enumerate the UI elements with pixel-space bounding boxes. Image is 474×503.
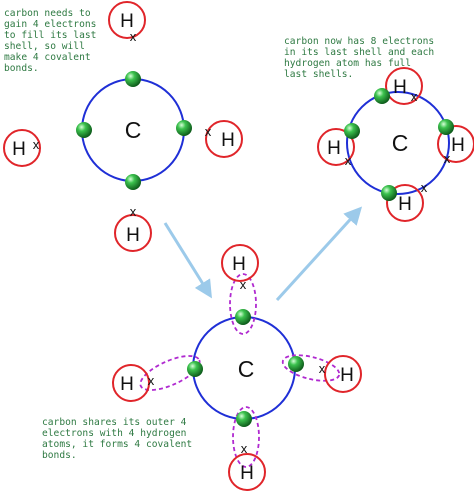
separate-atoms-panel: C H x H x H x H x xyxy=(3,1,243,252)
flow-arrow-to-methane xyxy=(275,206,363,302)
shared-electron xyxy=(381,185,397,201)
hydrogen-electron-cross: x xyxy=(411,89,418,104)
hydrogen-shell-ring xyxy=(108,1,146,39)
caption-shares-electrons: carbon shares its outer 4 electrons with… xyxy=(42,417,193,461)
shared-pair-outline-left xyxy=(139,355,201,391)
hydrogen-shell-ring xyxy=(112,364,150,402)
hydrogen-shell-ring xyxy=(205,120,243,158)
hydrogen-symbol: H xyxy=(393,77,407,98)
hydrogen-symbol: H xyxy=(126,225,140,246)
hydrogen-electron-cross: x xyxy=(241,441,248,456)
hydrogen-shell-ring xyxy=(317,128,355,166)
hydrogen-atom-left: H x xyxy=(112,364,155,402)
hydrogen-atom-top: H x xyxy=(221,244,259,292)
shared-electron xyxy=(187,361,203,377)
hydrogen-symbol: H xyxy=(232,254,246,275)
hydrogen-symbol: H xyxy=(240,463,254,484)
hydrogen-symbol: H xyxy=(451,135,465,156)
shared-electron xyxy=(344,123,360,139)
carbon-electron xyxy=(176,120,192,136)
hydrogen-shell-ring xyxy=(437,125,474,163)
hydrogen-shell-ring xyxy=(3,129,41,167)
carbon-electron xyxy=(125,174,141,190)
hydrogen-symbol: H xyxy=(221,130,235,151)
hydrogen-electron-cross: x xyxy=(130,204,137,219)
hydrogen-electron-cross: x xyxy=(444,151,451,166)
hydrogen-shell-ring xyxy=(228,453,266,491)
hydrogen-symbol: H xyxy=(120,374,134,395)
electron-sharing-panel: C H x H x H x H x xyxy=(112,244,362,491)
hydrogen-electron-cross: x xyxy=(319,361,326,376)
shared-electron xyxy=(288,356,304,372)
hydrogen-symbol: H xyxy=(340,365,354,386)
hydrogen-shell-ring xyxy=(324,355,362,393)
hydrogen-electron-cross: x xyxy=(240,277,247,292)
hydrogen-electron-cross: x xyxy=(345,153,352,168)
hydrogen-electron-cross: x xyxy=(148,373,155,388)
hydrogen-shell-ring xyxy=(385,67,423,105)
hydrogen-atom-left: H x xyxy=(3,129,41,167)
carbon-symbol: C xyxy=(125,117,142,143)
hydrogen-atom-bottom: H x xyxy=(386,180,428,222)
hydrogen-symbol: H xyxy=(327,138,341,159)
hydrogen-atom-top: H x xyxy=(385,67,423,105)
shared-electron xyxy=(236,411,252,427)
hydrogen-atom-right: H x xyxy=(319,355,362,393)
carbon-outer-shell xyxy=(346,91,450,195)
caption-full-shells: carbon now has 8 electrons in its last s… xyxy=(284,36,435,80)
hydrogen-atom-right: H x xyxy=(437,125,474,166)
carbon-electron xyxy=(76,122,92,138)
carbon-symbol: C xyxy=(392,130,409,156)
hydrogen-shell-ring xyxy=(114,214,152,252)
caption-carbon-needs-electrons: carbon needs to gain 4 electrons to fill… xyxy=(4,8,97,74)
flow-arrow-to-sharing xyxy=(163,222,212,299)
hydrogen-atom-bottom: H x xyxy=(114,204,152,252)
carbon-symbol: C xyxy=(238,356,255,382)
shared-pair-outline-bottom xyxy=(232,406,260,468)
hydrogen-atom-right: H x xyxy=(205,120,243,158)
hydrogen-atom-left: H x xyxy=(317,128,355,168)
shared-pair-outline-top xyxy=(229,273,257,335)
hydrogen-electron-cross: x xyxy=(33,137,40,152)
carbon-electron xyxy=(125,71,141,87)
hydrogen-symbol: H xyxy=(12,139,26,160)
hydrogen-symbol: H xyxy=(398,194,412,215)
hydrogen-electron-cross: x xyxy=(421,180,428,195)
shared-pair-outline-right xyxy=(281,354,341,382)
hydrogen-atom-bottom: H x xyxy=(228,441,266,491)
hydrogen-electron-cross: x xyxy=(130,29,137,44)
shared-electron xyxy=(374,88,390,104)
methane-panel: C H x H x H x H x xyxy=(317,67,474,222)
hydrogen-atom-top: H x xyxy=(108,1,146,44)
hydrogen-electron-cross: x xyxy=(205,124,212,139)
hydrogen-shell-ring xyxy=(386,184,424,222)
shared-electron xyxy=(438,119,454,135)
hydrogen-shell-ring xyxy=(221,244,259,282)
shared-electron xyxy=(235,309,251,325)
hydrogen-symbol: H xyxy=(120,11,134,32)
